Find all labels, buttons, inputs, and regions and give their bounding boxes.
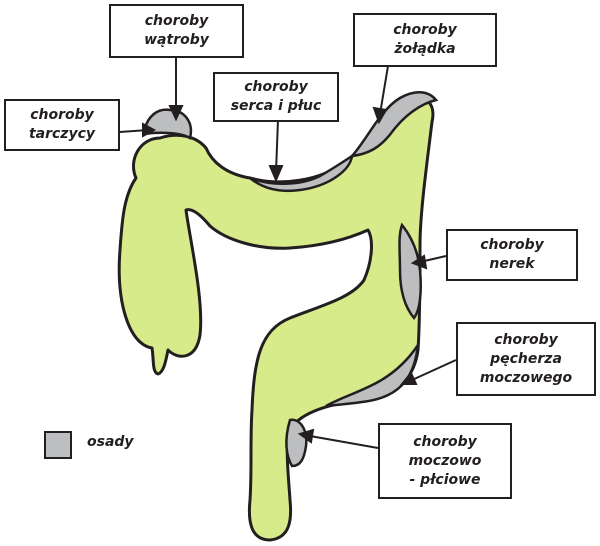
label-line: nerek [489, 256, 535, 272]
label-line: choroby [144, 13, 209, 29]
label-line: wątroby [144, 32, 209, 48]
label-line: choroby [413, 433, 477, 450]
label-urogenital-diseases: choroby moczowo - płciowe [378, 423, 512, 499]
label-line: moczowego [479, 369, 573, 386]
legend-deposit-label: osady [87, 434, 134, 450]
label-stomach-diseases: choroby żołądka [353, 13, 497, 67]
deposit-kidneys [398, 222, 422, 321]
label-kidney-diseases: choroby nerek [446, 229, 578, 281]
label-line: choroby [244, 79, 308, 95]
label-line: - płciowe [409, 471, 481, 488]
legend-deposit-swatch [44, 431, 72, 459]
label-line: choroby [30, 107, 94, 123]
label-liver-diseases: choroby wątroby [109, 4, 244, 58]
label-line: choroby [480, 237, 544, 253]
label-line: pęcherza [490, 350, 562, 367]
pointer-arrows [119, 58, 457, 449]
label-line: serca i płuc [230, 98, 322, 114]
label-line: moczowo [408, 452, 482, 469]
label-line: choroby [393, 22, 457, 38]
label-line: choroby [494, 331, 558, 348]
deposit-urogenital [285, 418, 308, 468]
label-line: tarczycy [28, 126, 96, 142]
label-bladder-diseases: choroby pęcherza moczowego [456, 322, 596, 396]
deposit-liver [142, 108, 193, 140]
label-heart-lung-diseases: choroby serca i płuc [213, 72, 339, 122]
label-thyroid-diseases: choroby tarczycy [4, 99, 120, 151]
label-line: żołądka [394, 41, 456, 57]
deposit-bladder [325, 344, 420, 408]
